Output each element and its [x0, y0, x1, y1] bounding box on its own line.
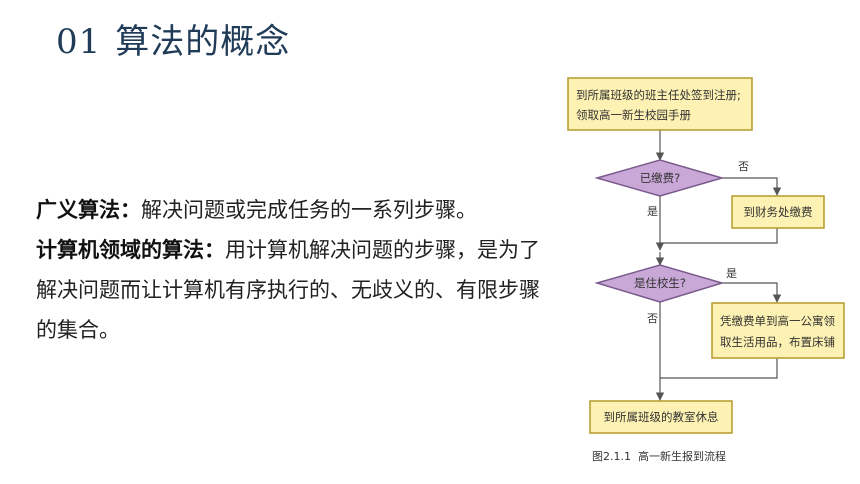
term-general: 广义算法： — [36, 197, 141, 222]
decision-paid-diamond — [594, 159, 725, 197]
decision-paid-label: 已缴费? — [640, 171, 681, 185]
decision-boarder-label: 是住校生? — [634, 276, 686, 290]
step-classroom-label: 到所属班级的教室休息 — [604, 410, 719, 424]
slide-number: 01 — [56, 22, 102, 62]
term-computer: 计算机领域的算法： — [36, 237, 225, 262]
flow-connectors — [655, 130, 782, 401]
figure-caption-text: 高一新生报到流程 — [638, 449, 726, 463]
slide-title: 01 算法的概念 — [56, 14, 290, 63]
arrow-step2-return — [660, 228, 778, 244]
figure-caption-number: 图2.1.1 — [592, 450, 631, 463]
step-pay-label: 到财务处缴费 — [744, 205, 813, 219]
d2-yes-label: 是 — [726, 267, 737, 280]
step-dorm-line2: 取生活用品，布置床铺 — [720, 335, 835, 349]
definition-general: 广义算法：解决问题或完成任务的一系列步骤。 — [36, 190, 556, 230]
d1-yes-label: 是 — [647, 205, 658, 218]
step-classroom-box — [589, 400, 733, 434]
step-pay-box — [731, 195, 825, 229]
step-dorm-box — [711, 302, 845, 359]
decision-boarder-diamond — [594, 264, 725, 303]
arrow-d1-no — [722, 177, 782, 196]
definition-text: 广义算法：解决问题或完成任务的一系列步骤。 计算机领域的算法：用计算机解决问题的… — [36, 190, 556, 350]
slide-heading: 算法的概念 — [115, 22, 291, 62]
d1-no-label: 否 — [738, 160, 749, 173]
d2-no-label: 否 — [647, 312, 658, 325]
step-register-box — [567, 77, 753, 131]
step-register-line2: 领取高一新生校园手册 — [576, 108, 691, 122]
text-computer: 用计算机解决问题的步骤，是为了解决问题而让计算机有序执行的、无歧义的、有限步骤的… — [36, 238, 540, 342]
definition-computer: 计算机领域的算法：用计算机解决问题的步骤，是为了解决问题而让计算机有序执行的、无… — [36, 230, 556, 350]
step-register-line1: 到所属班级的班主任处签到注册; — [576, 88, 741, 102]
arrow-d2-yes — [722, 282, 782, 303]
text-general: 解决问题或完成任务的一系列步骤。 — [141, 198, 477, 222]
arrow-step3-return — [660, 358, 778, 379]
step-dorm-line1: 凭缴费单到高一公寓领 — [720, 314, 835, 328]
